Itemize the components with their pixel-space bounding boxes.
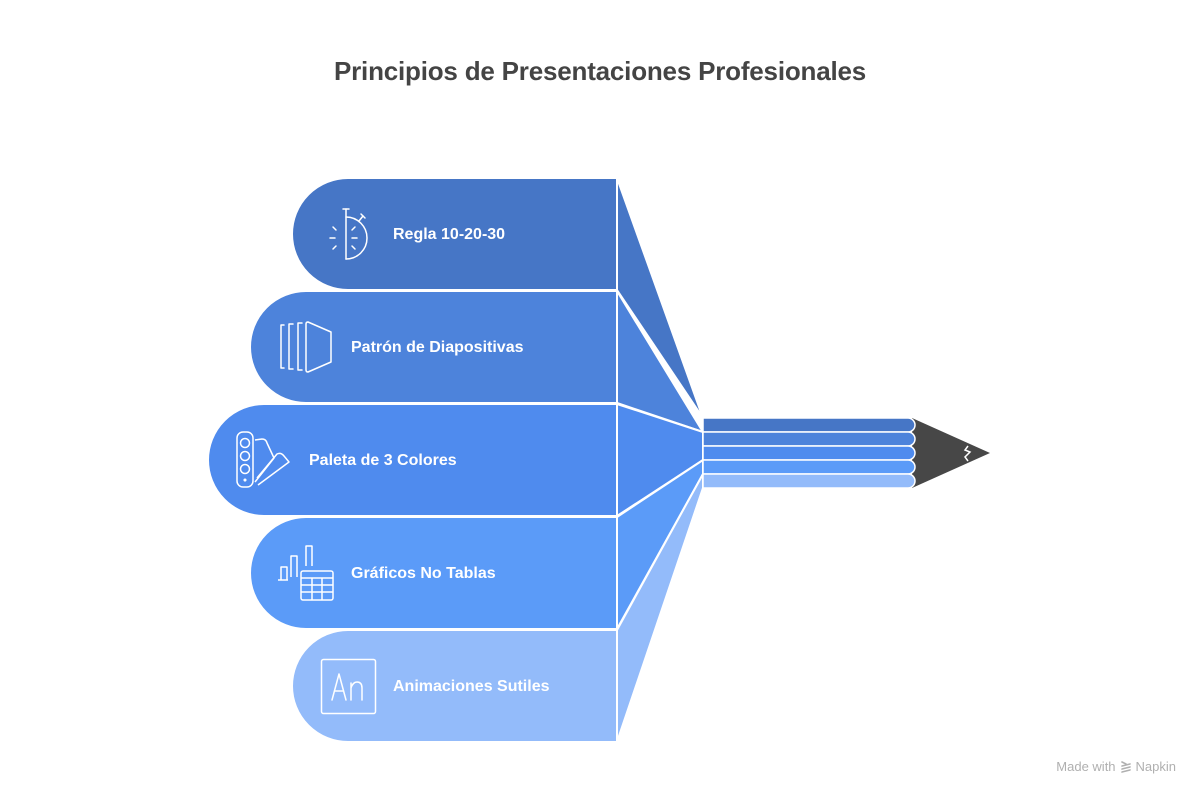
pencil-stripe-1 — [702, 417, 916, 433]
item-label-4: Gráficos No Tablas — [351, 565, 496, 582]
pencil-lead-line — [963, 445, 972, 462]
pencil-tip — [912, 418, 990, 488]
pencil-stripe-4 — [702, 459, 916, 475]
item-label-1: Regla 10-20-30 — [393, 226, 506, 243]
item-bar-3 — [207, 403, 618, 517]
watermark-brand: Napkin — [1135, 759, 1176, 774]
color-palette-icon — [236, 431, 290, 488]
item-bar-1 — [291, 177, 618, 291]
stopwatch-icon — [329, 208, 368, 260]
item-label-3: Paleta de 3 Colores — [309, 452, 457, 469]
pencil-stripe-5 — [702, 473, 916, 489]
item-bar-4 — [249, 516, 618, 630]
item-label-2: Patrón de Diapositivas — [351, 339, 524, 356]
item-bar-2 — [249, 290, 618, 404]
napkin-watermark[interactable]: Made with Napkin — [1056, 759, 1176, 774]
watermark-prefix: Made with — [1056, 759, 1116, 774]
page-title: Principios de Presentaciones Profesional… — [333, 56, 867, 86]
pencil-stripe-3 — [702, 445, 916, 461]
item-label-5: Animaciones Sutiles — [393, 678, 550, 695]
chart-table-icon — [278, 545, 334, 601]
slides-stack-icon — [280, 321, 332, 373]
text-animation-icon — [320, 658, 377, 715]
napkin-logo-icon — [1120, 760, 1131, 773]
pencil-stripe-2 — [702, 431, 916, 447]
